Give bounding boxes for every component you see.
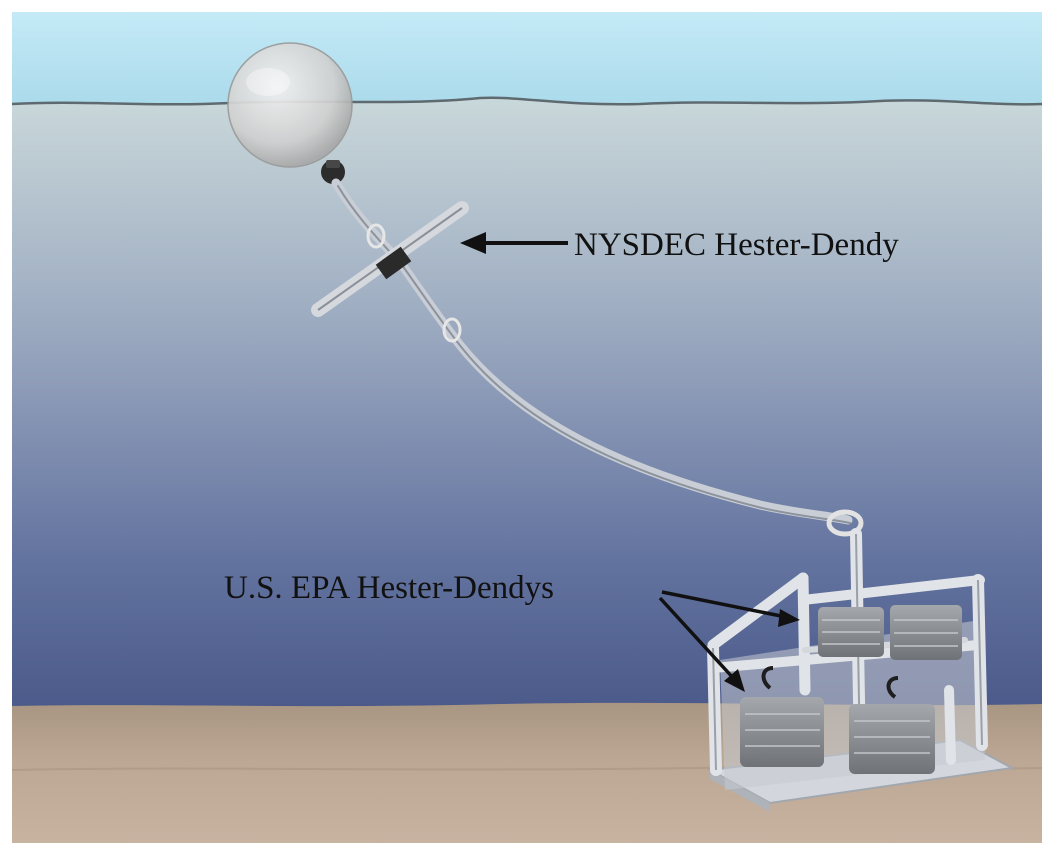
sampler-cage-icon	[706, 528, 1016, 812]
epa-label: U.S. EPA Hester-Dendys	[224, 570, 554, 606]
nysdec-label: NYSDEC Hester-Dendy	[574, 227, 899, 263]
sky-band	[12, 12, 1042, 112]
epa-arrow-upper	[661, 590, 800, 627]
epa-arrow-lower	[658, 596, 745, 692]
shackle-upper	[366, 223, 386, 249]
nysdec-sampler-icon	[311, 201, 469, 317]
epa-sampler-block-lower-left	[740, 666, 824, 767]
water-surface-line	[11, 96, 1043, 106]
shackle-cage	[826, 509, 864, 537]
buoy-icon	[227, 42, 353, 184]
epa-sampler-block-upper-right	[890, 605, 962, 660]
nysdec-arrow	[460, 232, 568, 254]
epa-sampler-block-lower-right	[849, 676, 935, 774]
epa-sampler-block-upper-left	[818, 607, 884, 657]
shackle-lower	[442, 317, 462, 343]
